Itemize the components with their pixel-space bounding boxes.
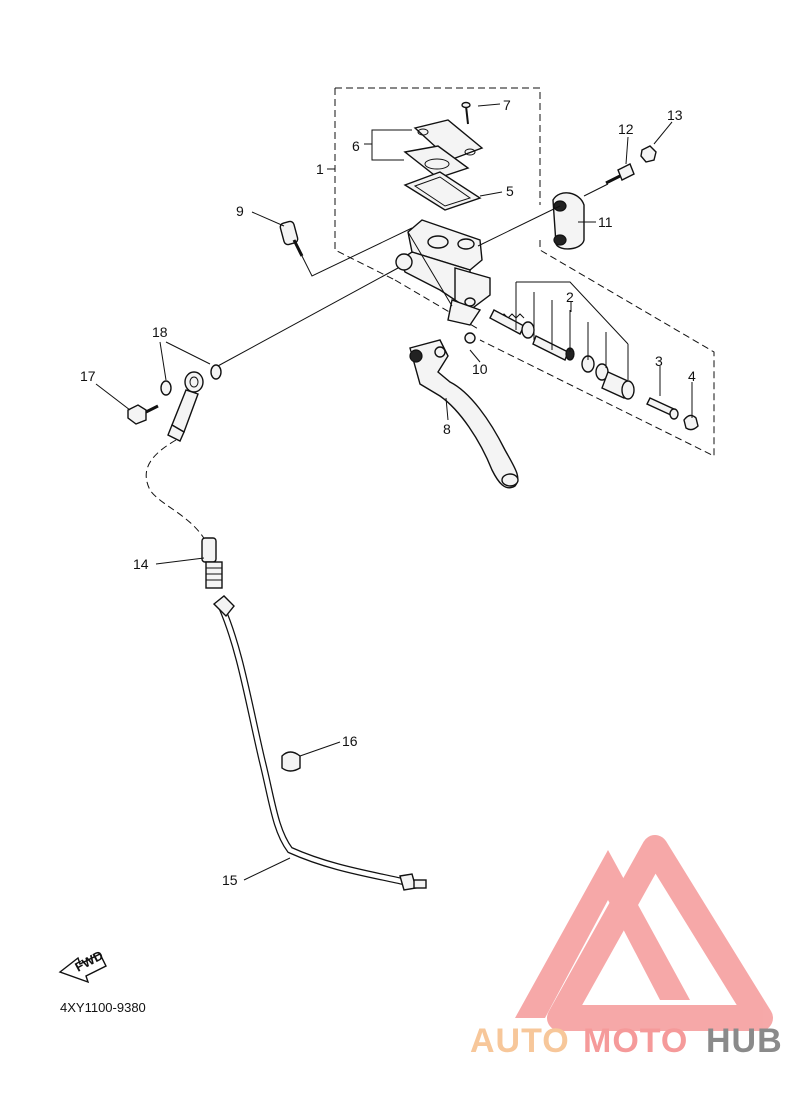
watermark-logo [515,835,773,1031]
reservoir-cap [403,119,484,179]
clutch-lever [409,339,519,489]
callout-5: 5 [506,183,514,199]
part-code: 4XY1100-9380 [60,1000,146,1015]
callout-17: 17 [80,368,96,384]
callout-14: 14 [133,556,149,572]
push-rod [646,397,679,420]
callout-16: 16 [342,733,358,749]
callout-3: 3 [655,353,663,369]
holder-clamp [552,192,585,250]
brand-hub: HUB [706,1022,783,1060]
diaphragm [403,171,482,211]
union-bolt-lower [127,404,159,425]
callout-7: 7 [503,97,511,113]
lever-nut [464,332,476,344]
master-cylinder-body [395,219,491,326]
clutch-hose [212,595,427,891]
leader-lines [95,103,693,881]
callout-13: 13 [667,107,683,123]
union-bolt-upper [279,220,304,257]
callout-8: 8 [443,421,451,437]
callout-9: 9 [236,203,244,219]
cap-screw [461,101,471,125]
brand-auto: AUTO [470,1022,570,1060]
piston-kit [489,309,635,400]
callout-18: 18 [152,324,168,340]
callout-1: 1 [316,161,324,177]
hose-clip [281,751,301,772]
callout-6: 6 [352,138,360,154]
callout-12: 12 [618,121,634,137]
banjo-fitting [167,371,204,442]
clamp-nut [640,145,657,163]
dust-boot [683,414,699,431]
callout-15: 15 [222,872,238,888]
watermark-brand: AUTO MOTO HUB [470,1022,783,1060]
copper-washers [160,364,222,396]
clamp-bolt [605,163,635,185]
callout-4: 4 [688,368,696,384]
callout-labels: 1 2 3 4 5 6 7 8 9 10 11 12 13 14 15 16 1… [80,97,696,888]
hose-joint [201,537,223,589]
callout-11: 11 [598,214,613,230]
fwd-arrow-icon: FWD [58,948,107,984]
callout-10: 10 [472,361,488,377]
brand-moto: MOTO [583,1022,688,1060]
callout-2: 2 [566,289,574,305]
